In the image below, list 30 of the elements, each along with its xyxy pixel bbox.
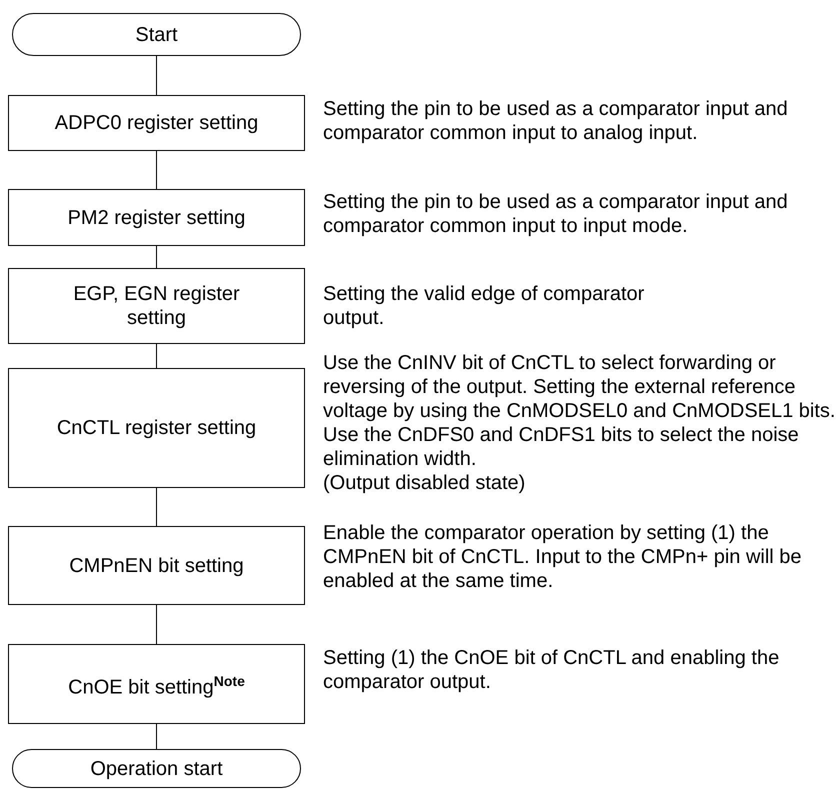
step-label: CnOE bit setting$^{Note}$ xyxy=(67,672,246,700)
step-description: Setting the valid edge of comparator output. xyxy=(323,282,646,330)
connector-line xyxy=(156,246,157,268)
connector-line xyxy=(156,56,157,96)
step-description: Use the CnINV bit of CnCTL to select forwarding or reversing of the output. Setting the external reference voltage by using the CnMODSEL0 and CnMODSEL1 bits. Use the CnDFS0 and CnDFS1 bits to select the noise elimination width. xyxy=(323,351,836,471)
process-box xyxy=(8,526,305,605)
connector-line xyxy=(156,724,157,750)
connector-line xyxy=(156,488,157,526)
process-box xyxy=(8,644,305,724)
process-box xyxy=(8,368,305,488)
process-box xyxy=(8,95,305,151)
step-description: Setting (1) the CnOE bit of CnCTL and enabling the comparator output. xyxy=(323,646,780,694)
terminal-shape xyxy=(12,749,301,788)
step-label: EGP, EGN register setting xyxy=(72,282,241,330)
step-description: Setting the pin to be used as a comparator input and comparator common input to analog input. xyxy=(323,97,789,145)
process-box xyxy=(8,268,305,344)
step-description: Setting the pin to be used as a comparator input and comparator common input to input mode. xyxy=(323,190,789,238)
step-label: ADPC0 register setting xyxy=(54,111,260,135)
process-box xyxy=(8,189,305,246)
connector-line xyxy=(156,344,157,368)
step-label: Operation start xyxy=(89,756,224,780)
step-label: PM2 register setting xyxy=(66,206,246,230)
step-label: Start xyxy=(134,22,179,46)
step-label: CMPnEN bit setting xyxy=(68,554,245,578)
step-description: (Output disabled state) xyxy=(323,471,526,495)
connector-line xyxy=(156,150,157,190)
step-description: Enable the comparator operation by setting (1) the CMPnEN bit of CnCTL. Input to the CMPn+ pin will be enabled at the same time. xyxy=(323,521,803,593)
terminal-shape xyxy=(12,13,301,56)
step-label: CnCTL register setting xyxy=(56,416,258,440)
connector-line xyxy=(156,604,157,644)
